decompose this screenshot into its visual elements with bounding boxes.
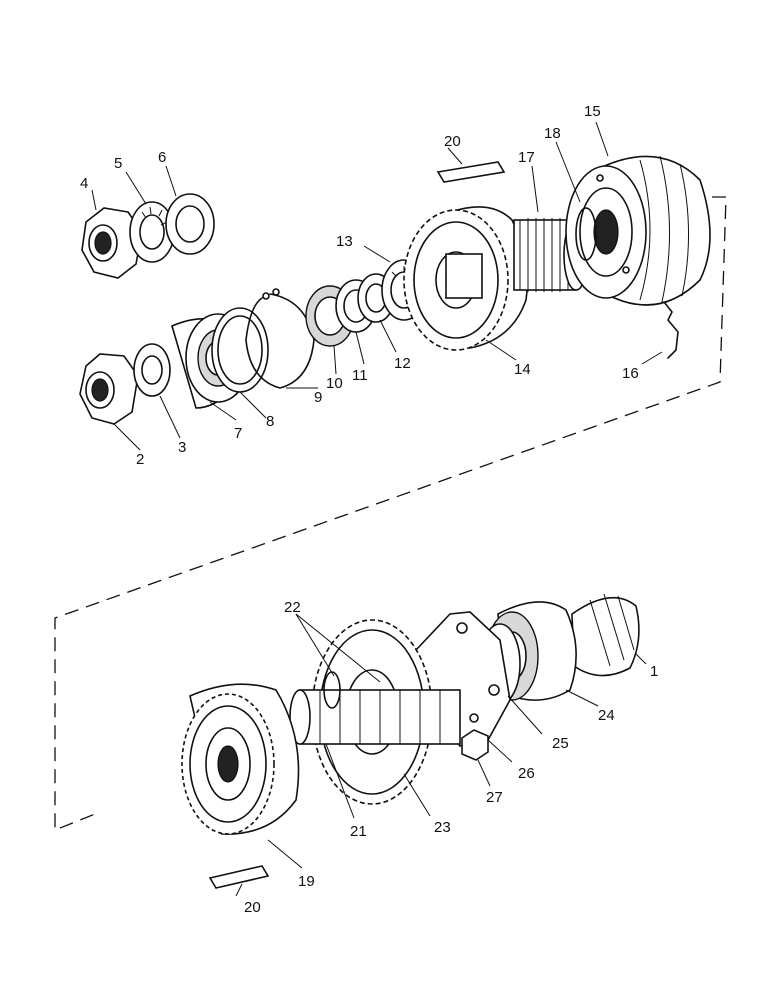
gear-14 xyxy=(403,206,529,351)
label-14: 14 xyxy=(514,361,531,378)
label-10: 10 xyxy=(326,375,343,392)
label-6: 6 xyxy=(158,149,166,166)
washer-3 xyxy=(133,343,171,397)
label-5: 5 xyxy=(114,155,122,172)
label-4: 4 xyxy=(80,175,88,192)
upper-assembly-boundary xyxy=(54,196,727,831)
label-15: 15 xyxy=(584,103,601,120)
label-25: 25 xyxy=(552,735,569,752)
drum-19 xyxy=(181,683,300,835)
tab-washer-5 xyxy=(129,201,175,263)
label-20-upper: 20 xyxy=(444,133,461,150)
label-23: 23 xyxy=(434,819,451,836)
snap-ring-18 xyxy=(575,207,597,261)
nut-2 xyxy=(79,353,139,425)
pinion-1 xyxy=(571,593,640,677)
label-11: 11 xyxy=(352,367,368,384)
label-27: 27 xyxy=(486,789,503,806)
label-3: 3 xyxy=(178,439,186,456)
label-18: 18 xyxy=(544,125,561,142)
label-24: 24 xyxy=(598,707,615,724)
label-7: 7 xyxy=(234,425,242,442)
bolt-27 xyxy=(461,729,489,761)
drum-15 xyxy=(565,155,711,306)
shaft-21 xyxy=(289,689,461,745)
spring-clip-16 xyxy=(663,301,679,359)
label-20-lower: 20 xyxy=(244,899,261,916)
label-19: 19 xyxy=(298,873,315,890)
nut-4 xyxy=(81,207,143,279)
label-2: 2 xyxy=(136,451,144,468)
part-labels: 1 2 3 4 5 6 7 8 9 10 11 12 13 14 15 16 1… xyxy=(80,103,658,916)
label-22: 22 xyxy=(284,599,301,616)
leader-lines xyxy=(91,121,663,897)
label-1: 1 xyxy=(650,663,658,680)
label-26: 26 xyxy=(518,765,535,782)
label-21: 21 xyxy=(350,823,367,840)
spacer-8 xyxy=(211,307,269,393)
label-12: 12 xyxy=(394,355,411,372)
label-16: 16 xyxy=(622,365,639,382)
key-20-lower xyxy=(208,865,270,889)
key-20-upper xyxy=(436,161,506,183)
thrust-washer-6 xyxy=(165,193,215,255)
label-8: 8 xyxy=(266,413,274,430)
label-13: 13 xyxy=(336,233,353,250)
label-17: 17 xyxy=(518,149,535,166)
label-9: 9 xyxy=(314,389,322,406)
